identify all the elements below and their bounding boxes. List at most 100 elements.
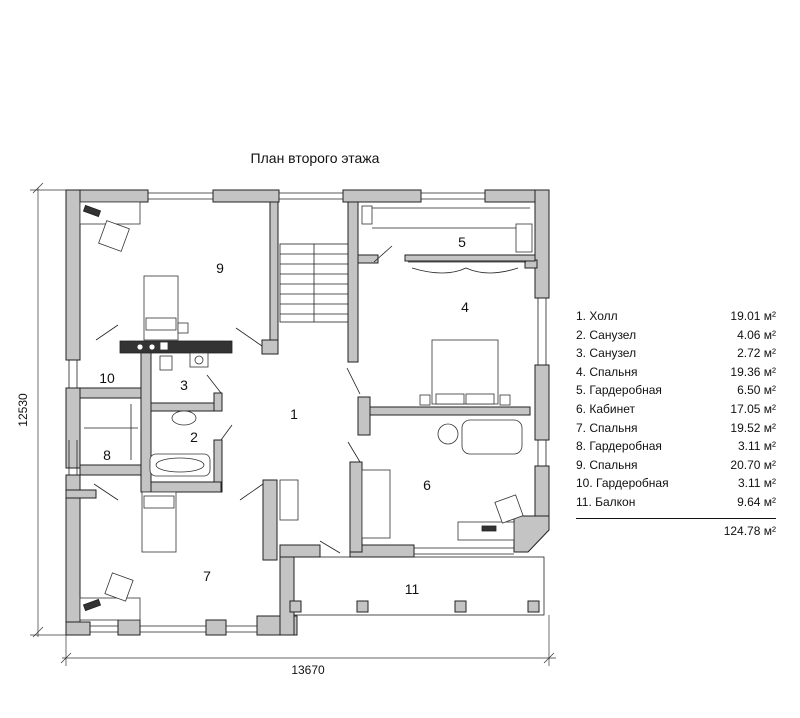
door-leaf	[220, 424, 233, 441]
wall-segment	[534, 364, 550, 441]
windows	[68, 192, 547, 633]
wall-segment	[261, 339, 279, 355]
room-9-furniture	[79, 201, 189, 341]
legend-row: 7. Спальня 19.52 м²	[576, 419, 776, 438]
wall-segment	[279, 544, 295, 636]
wall-segment	[357, 396, 371, 436]
legend-total: 124.78 м²	[723, 523, 776, 538]
wardrobe-doors	[411, 267, 519, 274]
legend-room-name: 7. Спальня	[576, 420, 638, 435]
room-label-8: 8	[103, 447, 111, 463]
tub-bowl	[155, 457, 205, 473]
bathroom-fixtures	[119, 340, 233, 477]
wall-segment	[269, 201, 279, 353]
legend-room-area: 19.52 м²	[730, 420, 776, 435]
legend-room-name: 5. Гардеробная	[576, 383, 662, 398]
door-leaf	[319, 540, 341, 554]
legend-room-name: 4. Спальня	[576, 364, 638, 379]
laptop	[82, 598, 102, 612]
balcony-post	[454, 600, 467, 613]
doors	[93, 245, 393, 554]
wall-segment	[150, 402, 222, 412]
room-label-5: 5	[458, 234, 466, 250]
legend-row: 4. Спальня 19.36 м²	[576, 363, 776, 382]
staircase	[279, 243, 349, 323]
wall-segment	[65, 387, 81, 469]
chair	[104, 572, 134, 602]
balcony	[289, 556, 545, 616]
chair	[494, 494, 524, 524]
legend-room-area: 4.06 м²	[737, 327, 776, 342]
legend-room-area: 19.01 м²	[730, 309, 776, 323]
area-legend: 1. Холл 19.01 м² 2. Санузел 4.06 м² 3. Сан…	[576, 307, 776, 538]
vanity-counter	[119, 340, 233, 354]
bookshelf	[361, 469, 391, 539]
legend-room-name: 2. Санузел	[576, 327, 637, 342]
room-label-3: 3	[180, 377, 188, 393]
door-leaf	[206, 374, 222, 394]
legend-room-name: 8. Гардеробная	[576, 439, 662, 454]
toilet	[159, 355, 173, 371]
chair	[98, 220, 130, 252]
legend-room-area: 9.64 м²	[737, 494, 776, 509]
balcony-post	[356, 600, 369, 613]
door-leaf	[239, 483, 264, 501]
legend-room-name: 3. Санузел	[576, 346, 637, 361]
wall-segment	[140, 351, 152, 493]
room-label-4: 4	[461, 299, 469, 315]
wall-segment	[534, 465, 550, 517]
legend-divider	[576, 517, 776, 519]
sofa	[461, 419, 523, 455]
wall-segment	[404, 254, 536, 262]
legend-row: 1. Холл 19.01 м²	[576, 307, 776, 326]
pillow	[465, 393, 495, 405]
wall-segment	[79, 387, 149, 399]
nightstand	[499, 394, 511, 406]
coffee-table	[437, 423, 459, 445]
legend-row: 5. Гардеробная 6.50 м²	[576, 381, 776, 400]
laptop	[82, 204, 102, 218]
wall-segment	[369, 406, 531, 416]
wall-segment	[205, 619, 227, 636]
washbasin	[171, 410, 197, 426]
door-leaf	[373, 245, 393, 263]
wall-segment	[349, 461, 363, 553]
dimension-height-label: 12530	[16, 393, 30, 427]
sink	[148, 343, 156, 351]
plan-title: План второго этажа	[250, 150, 380, 166]
room-label-10: 10	[99, 370, 115, 386]
door-leaf	[347, 441, 361, 463]
sink	[136, 343, 144, 351]
door-leaf	[346, 367, 361, 395]
legend-room-name: 6. Кабинет	[576, 401, 635, 416]
wall-segment	[262, 479, 278, 561]
room-4-furniture	[408, 261, 526, 406]
balcony-outline	[293, 556, 545, 616]
washer	[159, 341, 169, 351]
legend-room-area: 19.36 м²	[730, 364, 776, 379]
room-label-7: 7	[203, 568, 211, 584]
pillow	[435, 393, 465, 405]
balcony-post	[527, 600, 540, 613]
legend-room-area: 6.50 м²	[737, 383, 776, 398]
room-label-1: 1	[290, 406, 298, 422]
legend-room-name: 1. Холл	[576, 309, 618, 323]
wardrobe-rails	[84, 205, 533, 460]
wall-segment	[65, 621, 91, 636]
shelf-unit	[361, 205, 373, 225]
wall-segment	[347, 201, 359, 363]
wall-segment	[212, 189, 280, 203]
wall-segment	[357, 254, 379, 264]
nightstand	[419, 394, 431, 406]
door-leaf	[93, 483, 119, 501]
balcony-post	[289, 600, 302, 613]
legend-room-area: 17.05 м²	[730, 401, 776, 416]
legend-row: 6. Кабинет 17.05 м²	[576, 400, 776, 419]
bed	[431, 339, 499, 405]
legend-room-name: 9. Спальня	[576, 457, 638, 472]
room-6-furniture	[361, 419, 524, 541]
legend-room-area: 3.11 м²	[737, 439, 776, 454]
exterior-walls	[65, 189, 550, 636]
